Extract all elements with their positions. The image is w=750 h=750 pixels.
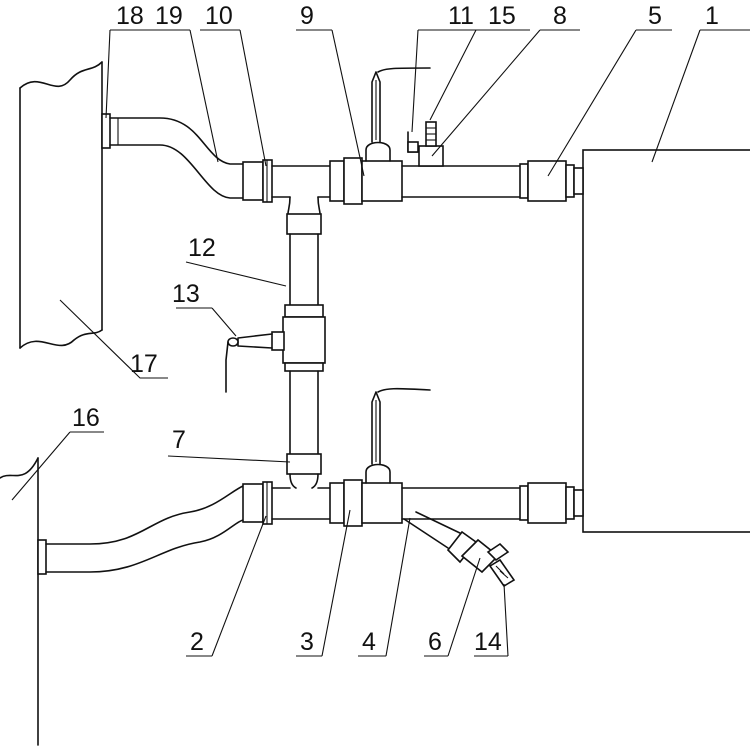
label-17: 17 (130, 350, 158, 378)
label-5: 5 (648, 2, 662, 30)
label-6: 6 (428, 628, 442, 656)
label-3: 3 (300, 628, 314, 656)
label-4: 4 (362, 628, 376, 656)
fitting-8-11-15 (407, 121, 444, 167)
valve-9-handle (365, 67, 431, 162)
label-9: 9 (300, 2, 314, 30)
label-10: 10 (205, 2, 233, 30)
leader-lines (11, 29, 750, 657)
label-7: 7 (172, 426, 186, 454)
label-15: 15 (488, 2, 516, 30)
label-13: 13 (172, 280, 200, 308)
label-18: 18 (116, 2, 144, 30)
flexible-hose-19 (109, 117, 244, 199)
branch-6-14 (403, 511, 516, 588)
label-11: 11 (448, 2, 474, 30)
label-16: 16 (72, 404, 100, 432)
label-1: 1 (705, 2, 719, 30)
tank-16 (0, 457, 47, 746)
flexible-hose-lower (45, 485, 244, 573)
valve-3-handle (365, 387, 431, 484)
label-14: 14 (474, 628, 502, 656)
lower-pipe (242, 479, 584, 527)
label-12: 12 (188, 234, 216, 262)
label-2: 2 (190, 628, 204, 656)
upper-pipe (242, 157, 584, 205)
vertical-pipe-12 (282, 196, 326, 489)
valve-13-handle (225, 331, 285, 393)
label-19: 19 (155, 2, 183, 30)
label-8: 8 (553, 2, 567, 30)
tank-1 (582, 149, 750, 533)
